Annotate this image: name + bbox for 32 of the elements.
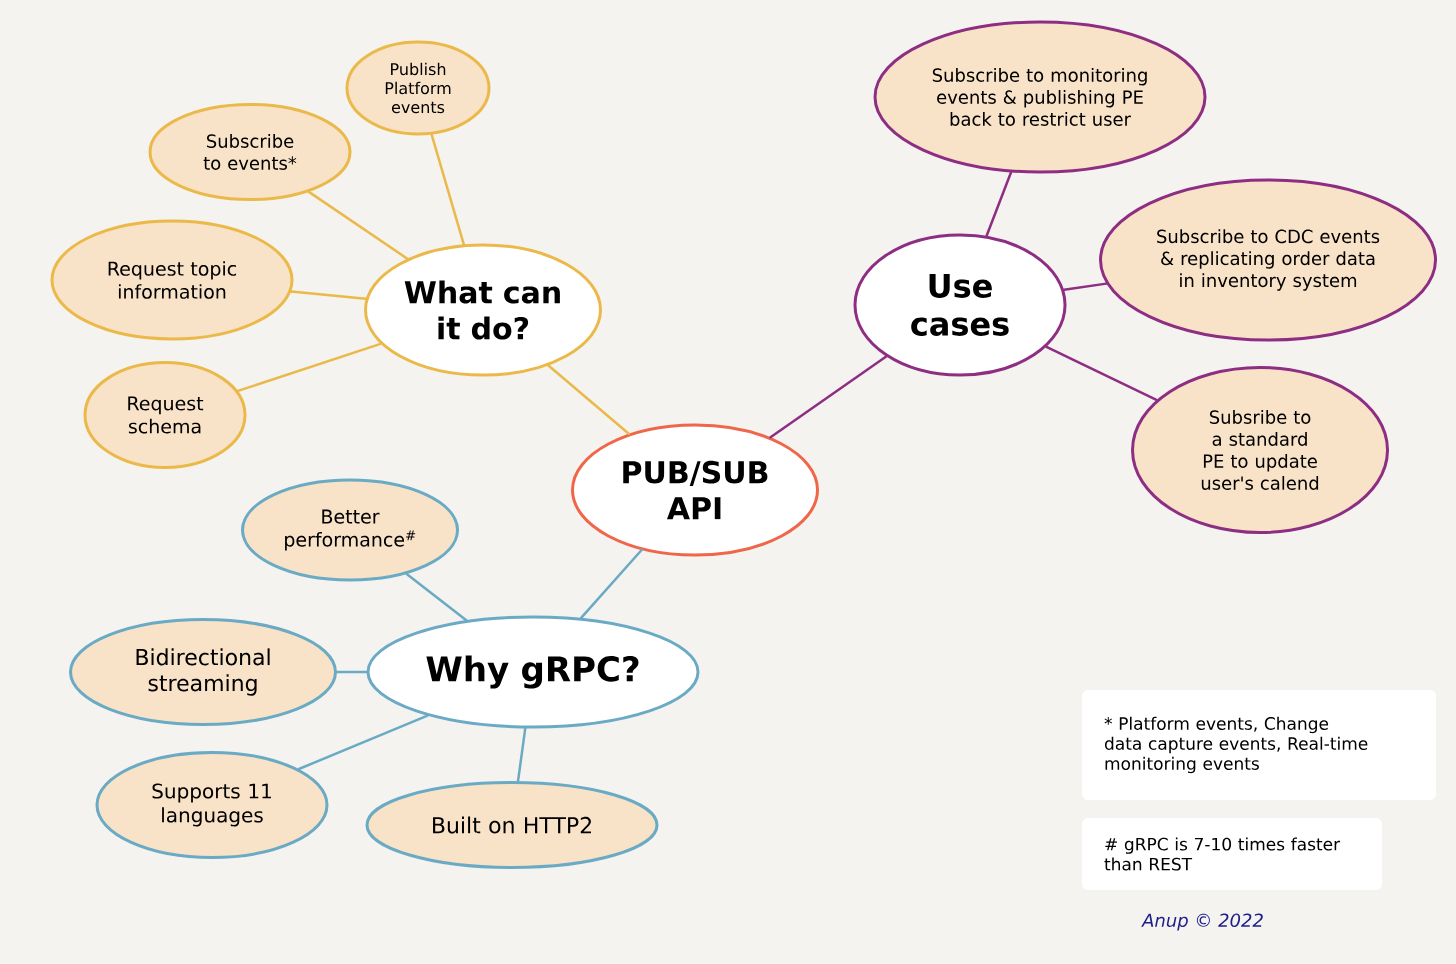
- connector-line: [769, 355, 888, 439]
- connector-line: [236, 342, 382, 393]
- note-card: # gRPC is 7-10 times faster than REST: [1082, 818, 1382, 890]
- signature-text: Anup © 2022: [1141, 913, 1263, 931]
- connector-line: [405, 572, 468, 622]
- connector-line: [547, 364, 631, 435]
- idea-bubble: Bidirectional streaming: [69, 618, 337, 726]
- idea-bubble: Subscribe to CDC events & replicating order data in inventory system: [1099, 178, 1437, 342]
- idea-bubble: Subsribe to a standard PE to update user's calend: [1131, 366, 1389, 534]
- connector-line: [297, 714, 429, 771]
- idea-bubble: Supports 11 languages: [95, 751, 329, 859]
- topic-bubble: Why gRPC?: [366, 615, 700, 729]
- connector-line: [1062, 282, 1108, 292]
- connector-line: [985, 171, 1013, 237]
- connector-line: [1045, 345, 1158, 402]
- topic-bubble: Use cases: [853, 233, 1067, 377]
- connector-line: [307, 190, 409, 260]
- topic-bubble: What can it do?: [364, 243, 602, 377]
- idea-bubble: Publish Platform events: [345, 40, 491, 136]
- idea-bubble: Request topic information: [50, 219, 294, 341]
- idea-bubble: Built on HTTP2: [365, 781, 659, 869]
- connector-line: [335, 670, 368, 674]
- idea-bubble: Request schema: [83, 361, 247, 469]
- connector-line: [290, 290, 367, 300]
- idea-bubble: Subscribe to events*: [148, 103, 352, 201]
- central-bubble: PUB/SUB API: [571, 423, 819, 557]
- idea-bubble: Better performance$^{#}$: [241, 478, 459, 582]
- idea-bubble: Subscribe to monitoring events & publishing PE back to restrict user: [873, 20, 1207, 174]
- note-card: * Platform events, Change data capture events, Real-time monitoring events: [1082, 690, 1436, 800]
- connector-line: [579, 548, 643, 620]
- connector-line: [430, 133, 466, 246]
- connector-line: [516, 727, 527, 783]
